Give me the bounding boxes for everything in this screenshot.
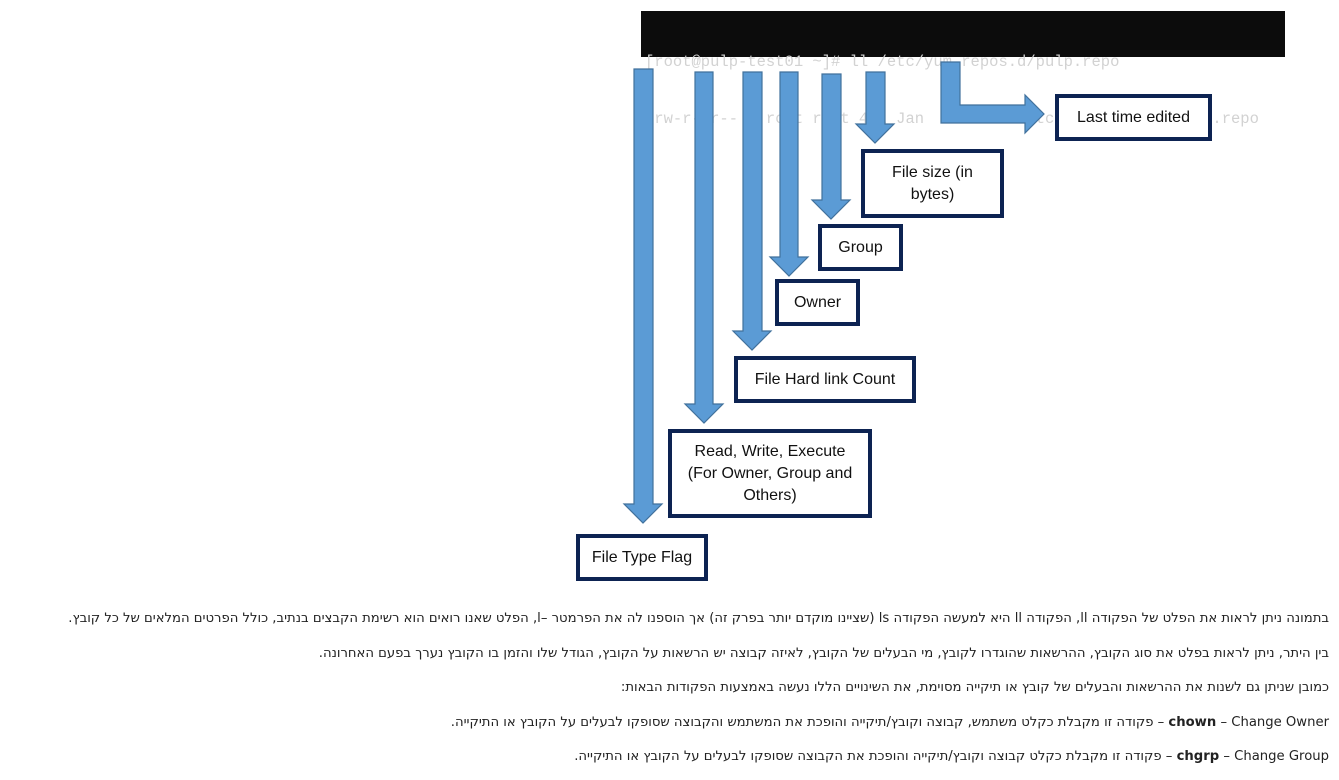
paragraph-change-intro: כמובן שניתן גם לשנות את ההרשאות והבעלים … <box>620 680 1329 695</box>
paragraph-output-details: בין היתר, ניתן לראות בפלט את סוג הקובץ, … <box>318 645 1329 661</box>
label-owner: Owner <box>775 279 860 326</box>
chgrp-description: – פקודה זו מקבלת כקלט קבוצה וקובץ/תיקייה… <box>574 749 1177 764</box>
paragraph-chgrp: Change Group – chgrp – פקודה זו מקבלת כק… <box>39 745 1329 780</box>
label-file-type-flag: File Type Flag <box>576 534 708 581</box>
label-last-time-edited: Last time edited <box>1055 94 1212 141</box>
arrow-down-file-size <box>854 71 896 144</box>
paragraph-chown: Change Owner – chown – פקודה זו מקבלת כק… <box>39 711 1329 746</box>
terminal-command-line: [root@pulp-test01 ~]# ll /etc/yum.repos.… <box>645 53 1120 71</box>
chown-command: chown <box>1168 714 1217 730</box>
chgrp-command: chgrp <box>1176 749 1220 764</box>
arrow-down-group <box>810 73 852 220</box>
article-text: בתמונה ניתן לראות את הפלט של הפקודה ll, … <box>39 607 1329 780</box>
chown-description: – פקודה זו מקבלת כקלט משתמש, קבוצה וקובץ… <box>450 714 1169 730</box>
arrow-down-hard-link <box>731 71 773 351</box>
label-group: Group <box>818 224 903 271</box>
arrow-down-file-type <box>622 68 664 524</box>
arrow-bent-last-edited <box>940 61 1045 135</box>
chown-title: Change Owner – <box>1220 714 1329 730</box>
label-file-size: File size (in bytes) <box>861 149 1004 218</box>
arrows-diagram <box>622 61 1045 524</box>
arrow-down-permissions <box>683 71 725 424</box>
chgrp-title: Change Group – <box>1223 749 1329 764</box>
arrow-down-owner <box>768 71 810 277</box>
label-file-hard-link-count: File Hard link Count <box>734 356 916 403</box>
label-read-write-execute: Read, Write, Execute (For Owner, Group a… <box>668 429 872 518</box>
paragraph-ll-output: בתמונה ניתן לראות את הפלט של הפקודה ll, … <box>68 611 1329 626</box>
